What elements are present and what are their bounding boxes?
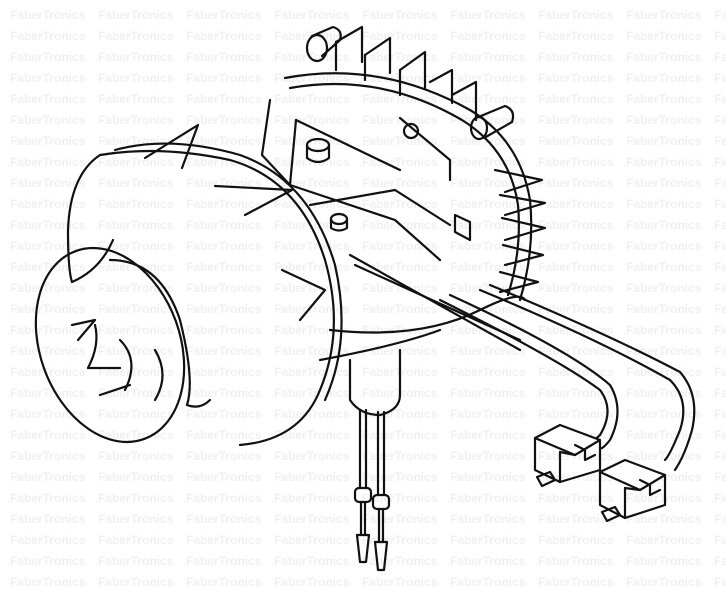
connector-1 [533, 423, 602, 488]
connector-2 [598, 458, 667, 523]
wire-leads [348, 348, 402, 572]
heat-sink-fins [334, 25, 547, 294]
fan-impeller [34, 123, 343, 447]
